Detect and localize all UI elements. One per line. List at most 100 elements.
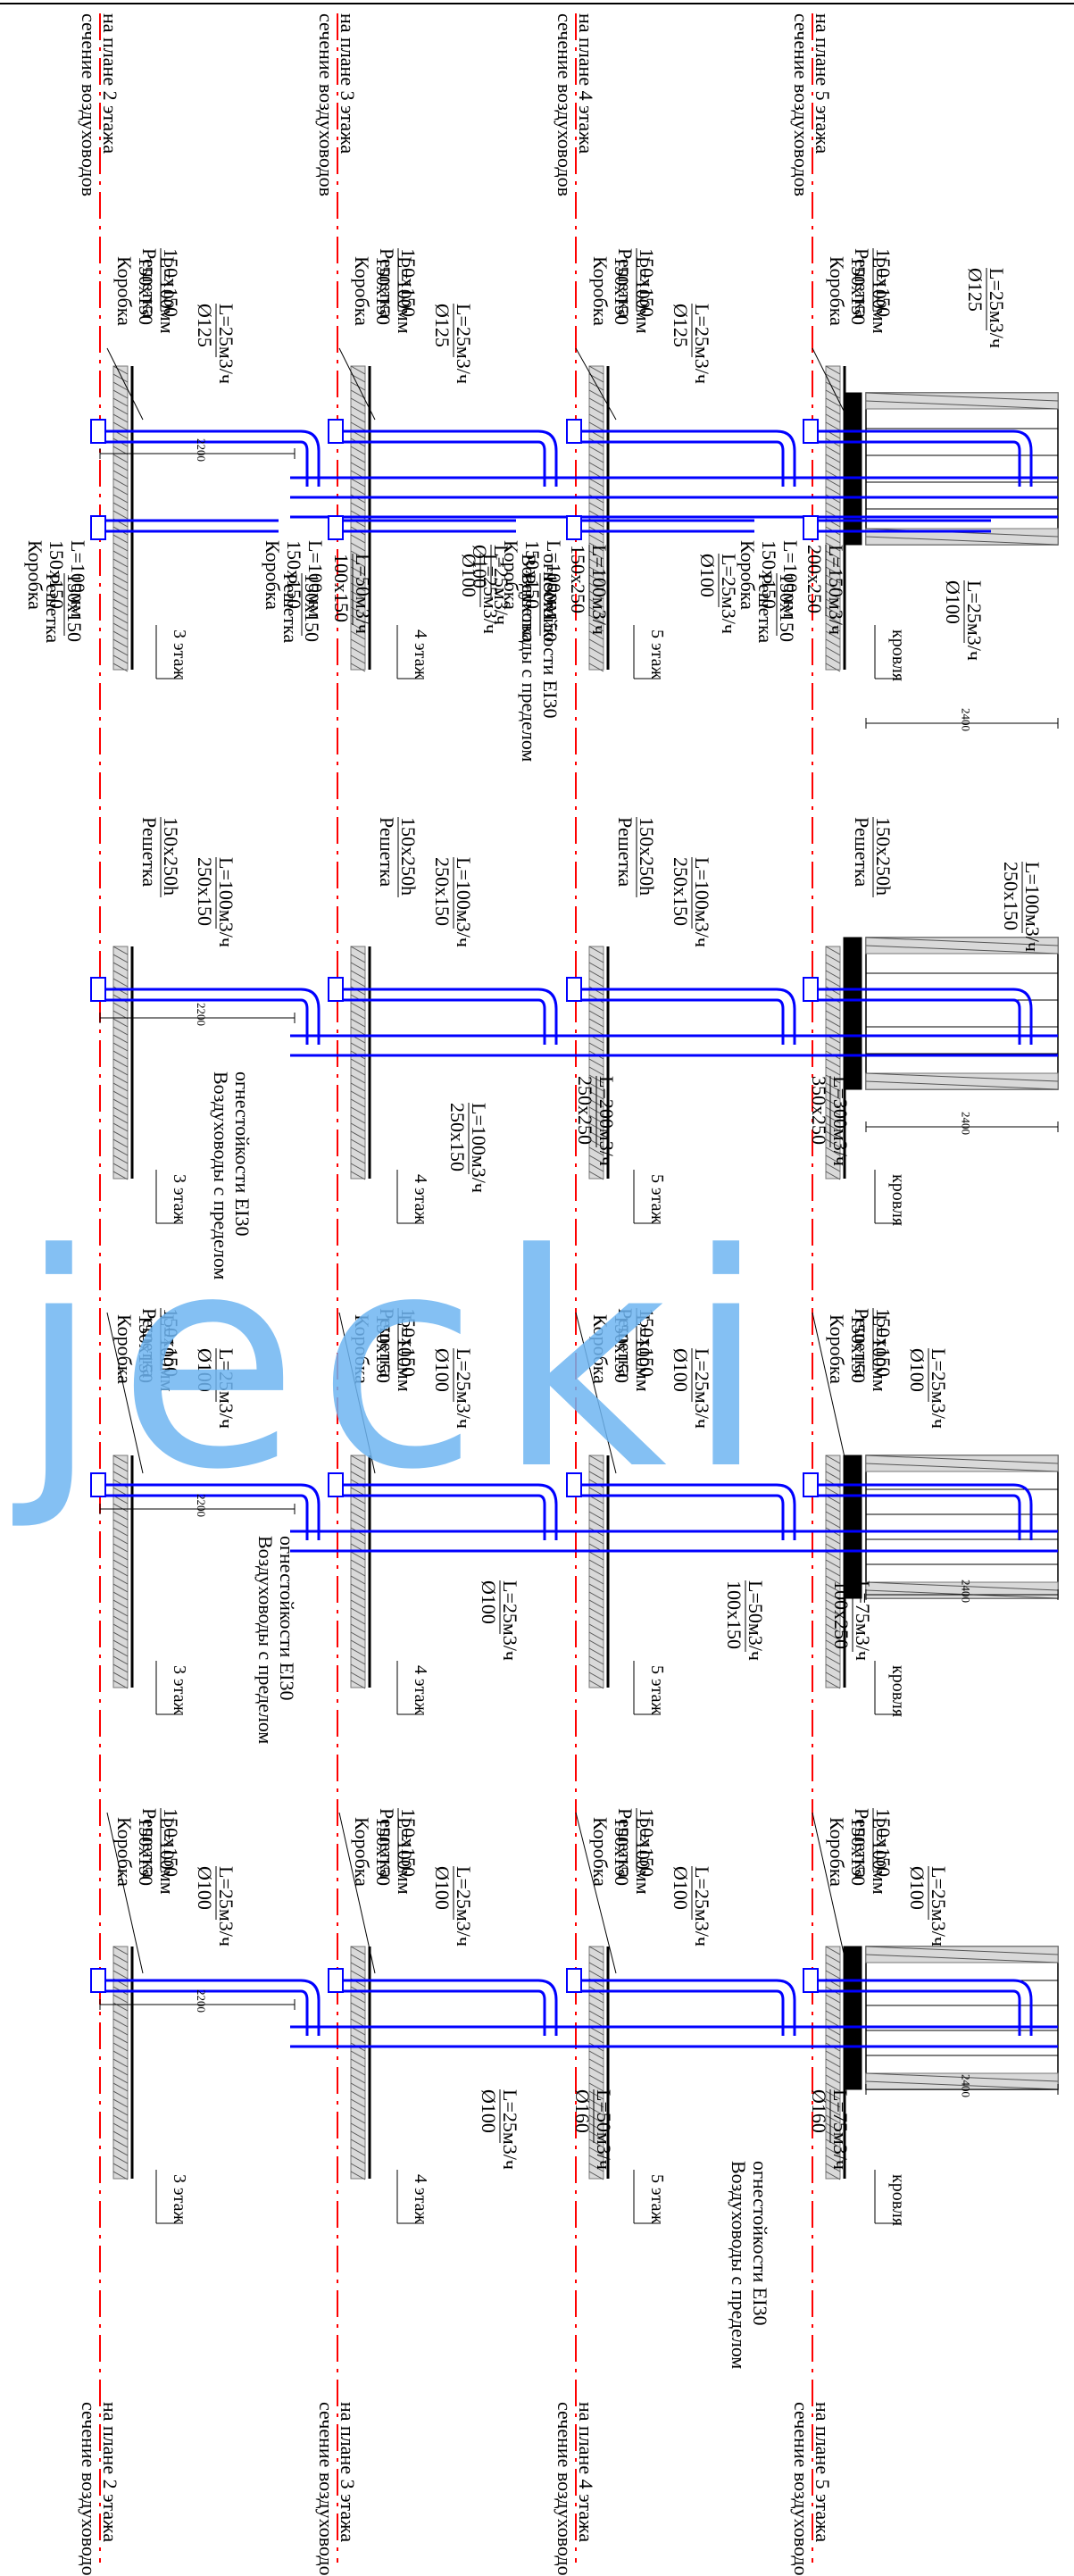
floor-slab-stroke (588, 954, 604, 963)
floor-marker-label: 3 этаж (170, 1174, 189, 1223)
floor-slab-stroke (112, 1511, 129, 1521)
grille-label-line: 150х150 (636, 1308, 658, 1377)
floor-slab-stroke (350, 1599, 366, 1609)
floor-slab-stroke (588, 1002, 604, 1012)
floor-slab-stroke (825, 2147, 841, 2156)
box-label-line: L=100мм (156, 1817, 179, 1895)
floor-slab-stroke (112, 1639, 129, 1649)
floor-slab-stroke (112, 1647, 129, 1657)
floor-slab-stroke (588, 1559, 604, 1569)
watermark-text: jecki (9, 1191, 785, 1534)
floor-marker-label-line: 3 этаж (170, 1665, 189, 1714)
floor-slab-stroke (350, 2002, 366, 2012)
grille-label-line: Решетка (138, 817, 161, 887)
box-label-line: L=100мм (156, 1314, 179, 1392)
duct-size-label-line: L=75м3/ч (852, 1580, 874, 1661)
floor-slab-stroke (112, 954, 129, 963)
floor-slab-stroke (350, 1551, 366, 1561)
floor-slab-stroke (350, 1002, 366, 1012)
roof-wall (843, 1455, 862, 1599)
floor-slab-stroke (825, 614, 841, 624)
duct-elbow (1012, 988, 1033, 1045)
floor-slab-stroke (825, 1463, 841, 1472)
floor-slab-stroke (825, 2114, 841, 2124)
roof-hatch-bottom-stroke (865, 1581, 1059, 1591)
floor-slab-stroke (112, 663, 129, 672)
floor-slab-stroke (112, 1106, 129, 1116)
floor-slab-stroke (112, 462, 129, 471)
floor-slab-stroke (112, 1034, 129, 1044)
duct-size-label-line: 350х250 (808, 1076, 830, 1145)
floor-slab-stroke (588, 1962, 604, 1972)
floor-slab-stroke (350, 454, 366, 463)
box-label-line: Коробка (737, 540, 759, 610)
floor-marker-label-line: 5 этаж (647, 629, 667, 679)
floor-slab-stroke (825, 558, 841, 568)
floor-slab-stroke (350, 654, 366, 664)
floor-slab-stroke (350, 534, 366, 544)
leader-top-label-line: сечение воздуховодов (78, 13, 100, 196)
roof-hatch-bottom (865, 1072, 1059, 1090)
duct-size-label-line: L=25м3/ч (691, 1866, 713, 1947)
leader-bottom-label-line: сечение воздуховодов (315, 2402, 337, 2576)
floor-slab-stroke (350, 478, 366, 488)
floor-slab-stroke (112, 1671, 129, 1681)
grille-label-line: Решетка (138, 248, 161, 318)
floor-slab-stroke (112, 946, 129, 955)
duct-size-label-line: L=50м3/ч (593, 2089, 615, 2170)
floor-slab-stroke (825, 2066, 841, 2076)
box-label-line: L=100мм (632, 1314, 654, 1392)
floor-slab-stroke (112, 1171, 129, 1180)
floor-slab-stroke (112, 2155, 129, 2164)
floor-slab-stroke (112, 630, 129, 640)
floor-slab-stroke (112, 542, 129, 552)
box-label-line: 150х150 (135, 1817, 157, 1886)
grille-label-line: 150х250h (397, 817, 420, 896)
box-label-line: Коробка (826, 1314, 848, 1384)
duct-size-label-line: Ø100 (696, 554, 719, 597)
floor-slab-stroke (588, 663, 604, 672)
main-duct-label-line: L=25м3/ч (963, 580, 986, 661)
box-label-line: L=100мм (779, 540, 802, 618)
floor-slab-stroke (350, 2114, 366, 2124)
floor-slab-stroke (825, 2098, 841, 2108)
grille-label-line: 150х150 (397, 1808, 420, 1877)
floor-slab-stroke (350, 1503, 366, 1513)
duct-elbow (537, 429, 558, 487)
floor-marker-label: 3 этаж (170, 2174, 189, 2223)
box-label-line: Коробка (826, 256, 848, 326)
floor-slab-stroke (588, 1970, 604, 1980)
floor-slab-stroke (588, 1171, 604, 1180)
floor-slab-stroke (112, 2130, 129, 2140)
grille-label-line: 150х150 (63, 573, 86, 642)
floor-slab-stroke (825, 365, 841, 375)
floor-slab-stroke (350, 1954, 366, 1963)
roof-hatch-top-fill (865, 1455, 1059, 1472)
box-label-line: Коробка (351, 256, 373, 326)
duct-size-label-line: L=25м3/ч (928, 1866, 950, 1947)
annotation-leader (106, 347, 144, 421)
grille-label-line: 150х150 (539, 573, 562, 642)
duct-size-label-line: L=25м3/ч (453, 304, 475, 384)
floor-slab-stroke (350, 1010, 366, 1020)
floor-slab-stroke (825, 970, 841, 980)
floor-slab-stroke (350, 1106, 366, 1116)
floor-slab-stroke (588, 2002, 604, 2012)
floor-slab-stroke (588, 478, 604, 488)
duct-size-label-line: 250х250 (574, 1076, 596, 1145)
floor-slab-stroke (112, 2171, 129, 2180)
duct-size-label-line: Ø100 (906, 1866, 928, 1910)
duct-elbow (300, 1979, 321, 2036)
